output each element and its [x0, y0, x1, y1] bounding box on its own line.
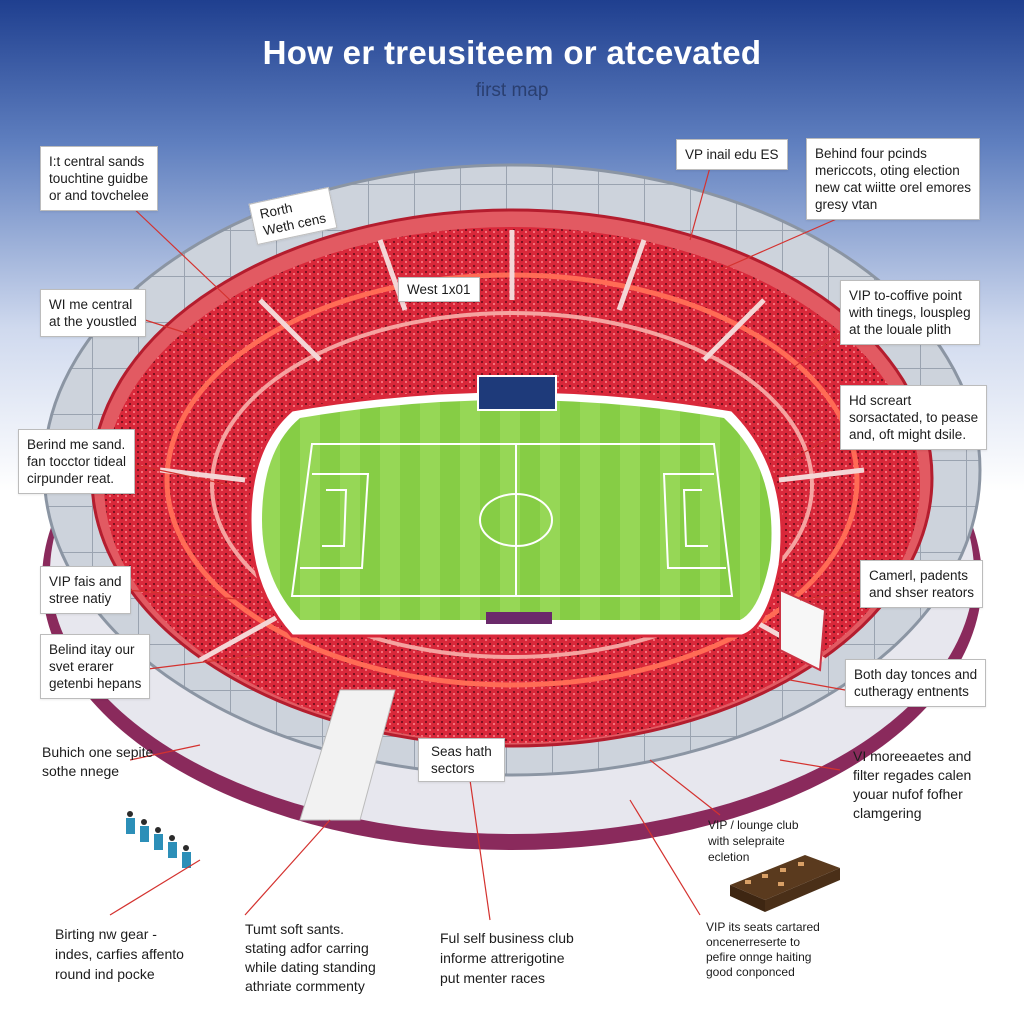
- callout-behind-way: Belind itay our svet erarer getenbi hepa…: [40, 634, 151, 699]
- callout-birting-gear: Birting nw gear - indes, carfies affento…: [55, 926, 184, 982]
- mid-tier-walkway: [210, 311, 814, 659]
- page-subtitle: first map: [475, 80, 549, 101]
- pitch: [262, 400, 772, 620]
- callout-cameras: Camerl, padents and shser reators: [860, 560, 984, 608]
- label-seating-sectors: Seas hath sectors: [418, 738, 505, 782]
- spectator-figures: [126, 811, 191, 868]
- page-title: How er treusiteem or atcevated: [262, 34, 762, 71]
- callout-behind-goal-north: Behind four pcinds mericcots, oting elec…: [806, 138, 981, 220]
- callout-central-stands: I:t central sands touchtine guidbe or an…: [40, 146, 158, 211]
- pitch-markings: [290, 443, 734, 597]
- leader-lines: [109, 159, 881, 921]
- callout-vi-moreeaetes: VI moreeaetes and filter regades calen y…: [853, 748, 972, 821]
- advertising-board: [486, 612, 552, 624]
- entrance-ramp: [299, 689, 396, 821]
- entrance-ramp-right: [779, 588, 827, 672]
- label-west-stand: West 1x01: [398, 277, 480, 302]
- callout-vip-email: VP inail edu ES: [676, 139, 788, 170]
- callout-screen: Hd screart sorsactated, to pease and, of…: [840, 385, 988, 450]
- callout-behind-stand: Berind me sand. fan tocctor tideal cirpu…: [18, 429, 136, 494]
- callout-vip-fans: VIP fais and stree natiy: [40, 566, 131, 614]
- vip-lounge-model: [730, 855, 840, 912]
- callout-vip-lounge-club: VIP / lounge club with selepraite ecleti…: [708, 818, 799, 864]
- scoreboard: [477, 375, 557, 411]
- callout-soft-seats: Tumt soft sants. stating adfor carring w…: [245, 921, 376, 994]
- callout-vip-coffee: VIP to-coffive point with tinegs, louspl…: [840, 280, 980, 345]
- callout-business-club: Ful self business club informe attrerigo…: [440, 930, 574, 986]
- callout-which-one: Buhich one sepite sothe nnege: [42, 744, 154, 779]
- callout-both-day: Both day tonces and cutheragy entnents: [845, 659, 987, 707]
- callout-west-central: WI me central at the youstled: [40, 289, 146, 337]
- callout-vip-seats: VIP its seats cartared oncenerreserte to…: [706, 920, 820, 979]
